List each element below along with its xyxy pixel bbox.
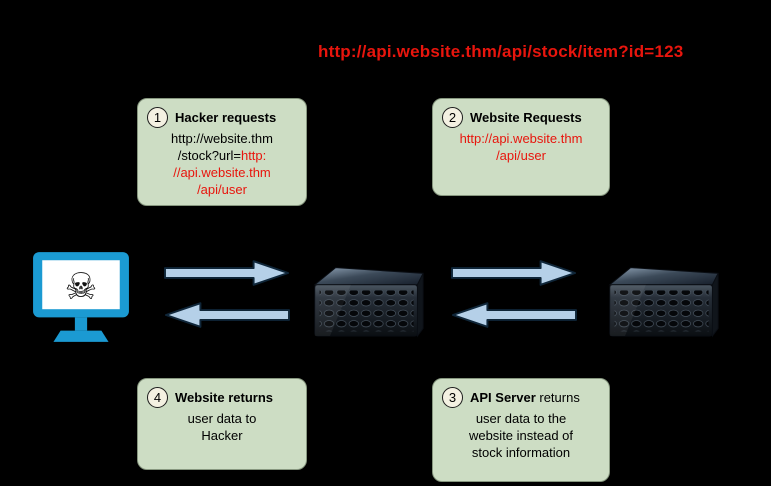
step-2-text: http://api.website.thm /api/user: [442, 130, 600, 164]
step-3-title-bold: API Server: [470, 390, 536, 405]
step-4-title: Website returns: [175, 390, 274, 405]
step-1-number-badge: 1: [147, 107, 168, 128]
step-2-number-badge: 2: [442, 107, 463, 128]
step-4-header: 4 Website returns: [147, 387, 297, 408]
api-server-icon: [608, 267, 719, 338]
step-3-box: 3 API Server returns user data to the we…: [432, 378, 610, 482]
step-2-box: 2 Website Requests http://api.website.th…: [432, 98, 610, 196]
step-1-text: http://website.thm /stock?url=http: //ap…: [147, 130, 297, 198]
url-segment: http://website.thm: [171, 131, 273, 146]
website-server-icon: [313, 267, 424, 338]
step-1-title: Hacker requests: [175, 110, 277, 125]
step-3-title-rest: returns: [535, 390, 580, 405]
text-line: Hacker: [201, 428, 243, 443]
url-segment: /stock?url=: [177, 148, 241, 163]
url-segment-red: /api/user: [496, 148, 546, 163]
text-line: user data to: [187, 411, 257, 426]
arrow-left-website-to-hacker-icon: [164, 302, 291, 328]
step-3-text: user data to the website instead of stoc…: [442, 410, 600, 461]
text-line: stock information: [471, 445, 571, 460]
attack-url-label: http://api.website.thm/api/stock/item?id…: [318, 42, 684, 61]
arrow-left-api-to-website-icon: [451, 302, 578, 328]
step-2-title: Website Requests: [470, 110, 582, 125]
monitor-screen: [42, 260, 120, 310]
arrow-right-website-to-api-icon: [450, 260, 577, 286]
step-2-header: 2 Website Requests: [442, 107, 600, 128]
url-segment-red: http:: [240, 148, 267, 163]
step-1-header: 1 Hacker requests: [147, 107, 297, 128]
hacker-computer-icon: ☠: [33, 252, 129, 342]
skull-crossbones-icon: ☠: [65, 265, 98, 308]
step-3-number-badge: 3: [442, 387, 463, 408]
step-1-box: 1 Hacker requests http://website.thm /st…: [137, 98, 307, 206]
step-4-text: user data to Hacker: [147, 410, 297, 444]
text-line: website instead of: [468, 428, 574, 443]
step-4-number-badge: 4: [147, 387, 168, 408]
text-line: user data to the: [475, 411, 567, 426]
step-4-box: 4 Website returns user data to Hacker: [137, 378, 307, 470]
url-segment-red: //api.website.thm: [173, 165, 271, 180]
arrow-right-hacker-to-website-icon: [163, 260, 290, 286]
url-segment-red: /api/user: [197, 182, 247, 197]
url-segment-red: http://api.website.thm: [459, 131, 583, 146]
step-3-title: API Server returns: [470, 389, 580, 406]
step-3-header: 3 API Server returns: [442, 387, 600, 408]
